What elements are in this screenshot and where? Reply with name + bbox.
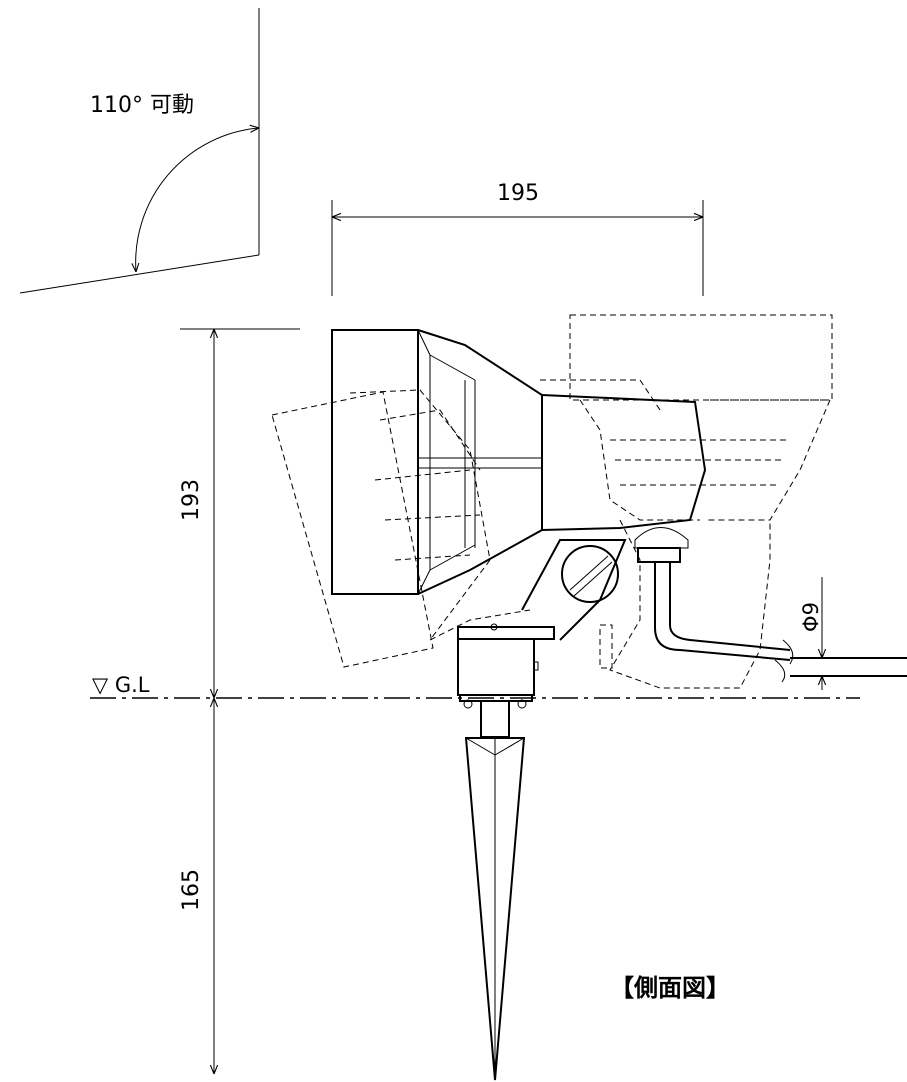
height-below-label: 165 [179, 869, 204, 911]
floodlight-fixture [331, 329, 907, 1081]
view-title: 【側面図】 [610, 974, 730, 1002]
cable-dim-label: Φ9 [799, 602, 823, 632]
width-dimension: 195 [331, 181, 704, 296]
ground-label: ▽ G.L [92, 673, 150, 697]
rotation-label: 110° 可動 [90, 93, 194, 118]
height-above-label: 193 [179, 479, 204, 521]
width-dim-label: 195 [497, 181, 539, 206]
height-dimensions: 193 165 [179, 328, 300, 1074]
alternate-positions [271, 314, 833, 689]
rotation-indicator: 110° 可動 [19, 8, 260, 294]
ground-line: ▽ G.L [90, 673, 860, 699]
cable-dimension: Φ9 [799, 577, 834, 690]
